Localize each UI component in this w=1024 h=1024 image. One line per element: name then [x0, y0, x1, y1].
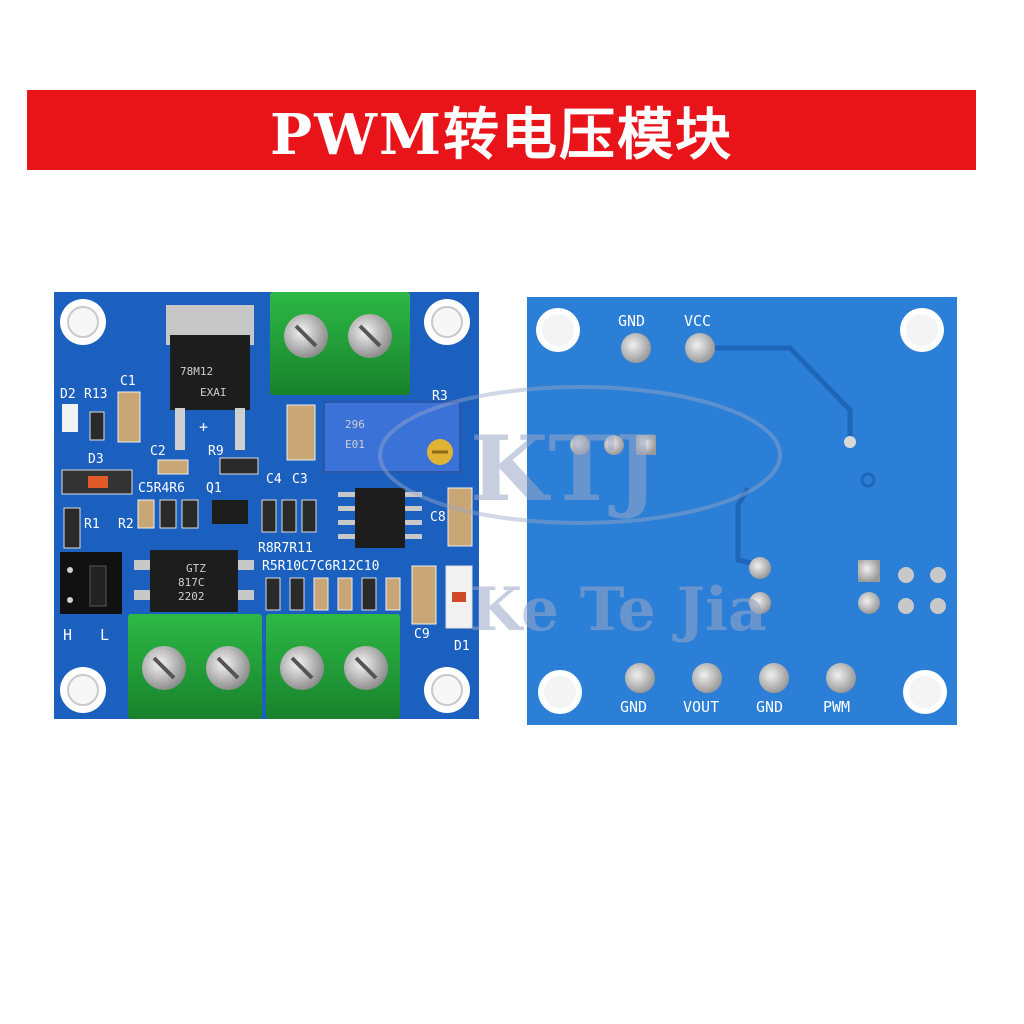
label-r2: R2 [118, 517, 134, 532]
opamp-chip [338, 488, 422, 548]
label-c5r4r6: C5R4R6 [138, 481, 185, 496]
plus-label: + [199, 418, 208, 436]
back-label-pwm: PWM [823, 698, 850, 716]
input-terminal-block [270, 292, 410, 395]
back-silkscreen: GND VCC GND VOUT GND PWM [618, 312, 850, 716]
back-label-top-gnd: GND [618, 312, 645, 330]
label-d3: D3 [88, 452, 104, 467]
optocoupler: GTZ 817C 2202 [134, 550, 254, 612]
label-r9: R9 [208, 444, 224, 459]
smd-components [61, 391, 473, 629]
back-board: GND VCC GND VOUT GND PWM [527, 297, 957, 725]
jumper-label-h: H [63, 626, 72, 644]
mounting-holes [60, 299, 470, 713]
label-q1: Q1 [206, 481, 222, 496]
back-pcb [527, 297, 957, 725]
voltage-regulator: 78M12 EXAI + [166, 305, 254, 450]
opto-marking-3: 2202 [178, 590, 205, 603]
label-r13: R13 [84, 387, 107, 402]
regulator-marking-1: 78M12 [180, 365, 213, 378]
label-r3: R3 [432, 389, 448, 404]
solder-pads [570, 333, 946, 693]
regulator-marking-2: EXAI [200, 386, 227, 399]
label-c8: C8 [430, 510, 446, 525]
banner-title: PWM转电压模块 [270, 101, 733, 168]
label-c4: C4 [266, 472, 282, 487]
opto-marking-1: GTZ [186, 562, 206, 575]
label-c9: C9 [414, 627, 430, 642]
jumper-label-l: L [100, 626, 109, 644]
back-label-gnd-2: GND [756, 698, 783, 716]
output-terminal-right [266, 614, 400, 719]
trimpot-marking-2: E01 [345, 438, 365, 451]
front-silkscreen: D2 R13 C1 D3 C2 R9 C4 C3 R3 C5R4R6 Q1 R1… [60, 374, 470, 654]
label-r1: R1 [84, 517, 100, 532]
opto-marking-2: 817C [178, 576, 205, 589]
watermark: KTJ Ke Te Jia [378, 385, 782, 645]
copper-traces [710, 345, 853, 568]
front-board: 78M12 EXAI + 296 E01 [54, 292, 479, 719]
label-c3: C3 [292, 472, 308, 487]
label-d2: D2 [60, 387, 76, 402]
output-terminal-left [128, 614, 262, 719]
trimpot-marking-1: 296 [345, 418, 365, 431]
label-r5r10: R5R10C7C6R12C10 [262, 559, 379, 574]
back-mounting-holes [536, 308, 947, 714]
jumper-header: H L [60, 552, 122, 644]
label-c1: C1 [120, 374, 136, 389]
label-c2: C2 [150, 444, 166, 459]
back-label-vout: VOUT [683, 698, 719, 716]
back-label-gnd-1: GND [620, 698, 647, 716]
trimmer-potentiometer: 296 E01 [323, 401, 461, 473]
label-d1: D1 [454, 639, 470, 654]
watermark-logo: KTJ [470, 416, 658, 522]
back-label-vcc: VCC [684, 312, 711, 330]
watermark-text: Ke Te Jia [470, 575, 767, 645]
label-r8r7r11: R8R7R11 [258, 541, 313, 556]
title-banner: PWM转电压模块 [27, 90, 976, 170]
